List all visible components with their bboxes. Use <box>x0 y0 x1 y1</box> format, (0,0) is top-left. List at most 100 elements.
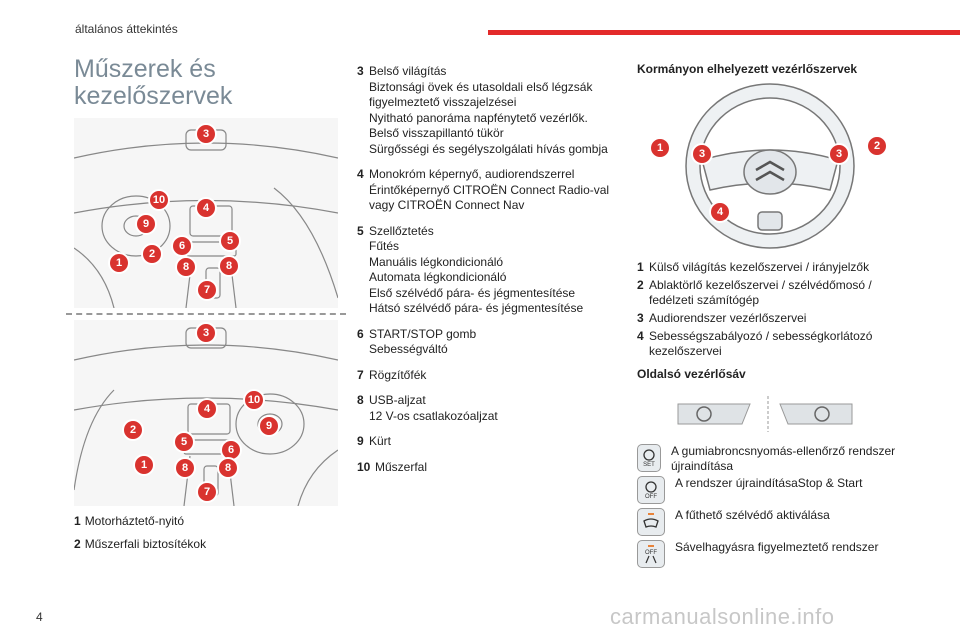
title-line-2: kezelőszervek <box>74 82 233 110</box>
tyre-pressure-reset-icon[interactable]: SET <box>637 444 661 472</box>
accent-bar <box>488 30 960 35</box>
badge-6: 6 <box>220 439 242 461</box>
badge-4: 4 <box>195 197 217 219</box>
brand-chevrons-icon <box>755 160 785 182</box>
svg-text:3: 3 <box>203 128 209 140</box>
page-number: 4 <box>36 610 43 624</box>
badge-7: 7 <box>196 481 218 503</box>
figure-divider <box>66 313 346 315</box>
svg-text:1: 1 <box>116 257 122 269</box>
wheel-lower-panel <box>757 211 783 231</box>
side-panel-figure <box>677 396 853 432</box>
badge-2: 2 <box>141 243 163 265</box>
icon-glyph: OFF <box>645 550 657 556</box>
control-tyre-pressure: SET A gumiabroncsnyomás-ellenőrző rendsz… <box>637 444 907 474</box>
left-switch-strip <box>677 403 751 425</box>
svg-text:3: 3 <box>836 148 842 160</box>
svg-text:8: 8 <box>225 462 231 474</box>
control-stop-start: OFF A rendszer újraindításaStop & Start <box>637 476 907 504</box>
watermark: carmanualsonline.info <box>610 604 835 629</box>
svg-text:9: 9 <box>266 420 272 432</box>
badge-9: 9 <box>258 415 280 437</box>
control-lane-departure: OFF Sávelhagyásra figyelmeztető rendszer <box>637 540 907 568</box>
badge-8a: 8 <box>175 256 197 278</box>
badge-1: 1 <box>650 137 671 159</box>
list-item-6: 6 START/STOP gomb Sebességváltó <box>357 326 477 357</box>
badge-3: 3 <box>195 322 217 344</box>
svg-text:8: 8 <box>182 462 188 474</box>
steering-wheel-icon <box>696 406 712 422</box>
svg-text:6: 6 <box>179 240 185 252</box>
svg-text:8: 8 <box>183 261 189 273</box>
list-item-8: 8 USB-aljzat 12 V-os csatlakozóaljzat <box>357 393 498 423</box>
list-item-4: 4 Monokróm képernyő, audiorendszerrel Ér… <box>357 167 610 212</box>
dashboard-badges-rhd: 3 10 4 9 2 5 6 1 8 8 7 <box>122 322 280 503</box>
svg-text:10: 10 <box>248 394 260 406</box>
right-switch-strip <box>779 403 853 425</box>
control-label: Sávelhagyásra figyelmeztető rendszer <box>675 540 879 554</box>
svg-text:5: 5 <box>227 235 233 247</box>
badge-3: 3 <box>195 123 217 145</box>
svg-text:1: 1 <box>141 459 147 471</box>
stop-start-off-icon[interactable]: OFF <box>637 476 665 504</box>
svg-text:4: 4 <box>204 403 211 415</box>
steering-wheel-icon <box>814 406 830 422</box>
control-label: A gumiabroncsnyomás-ellenőrző rendszer ú… <box>671 444 896 473</box>
badge-8b: 8 <box>217 457 239 479</box>
svg-text:7: 7 <box>204 486 210 498</box>
svg-text:4: 4 <box>717 206 724 218</box>
icon-glyph: SET <box>643 462 655 468</box>
svg-text:7: 7 <box>204 284 210 296</box>
heated-windscreen-icon[interactable] <box>637 508 665 536</box>
section-header: általános áttekintés <box>75 22 178 36</box>
page-title: Műszerek és kezelőszervek <box>74 56 294 110</box>
badge-5: 5 <box>173 431 195 453</box>
steering-heading: Kormányon elhelyezett vezérlőszervek <box>637 62 858 76</box>
svg-text:3: 3 <box>699 148 705 160</box>
dashboard-badges-lhd: 3 10 9 4 6 5 2 1 8 8 7 <box>108 123 241 301</box>
lane-departure-off-icon[interactable]: OFF <box>637 540 665 568</box>
badge-1: 1 <box>133 454 155 476</box>
badge-10: 10 <box>243 389 265 411</box>
control-label: A fűthető szélvédő aktiválása <box>675 508 830 522</box>
badge-6: 6 <box>171 235 193 257</box>
badge-1: 1 <box>108 252 130 274</box>
badge-3-right: 3 <box>828 143 850 165</box>
steering-wheel-figure: 1 3 3 2 4 <box>650 83 888 249</box>
svg-text:1: 1 <box>657 142 663 154</box>
dashboard-figure-lhd <box>74 118 338 308</box>
svg-text:3: 3 <box>203 327 209 339</box>
badge-2: 2 <box>122 419 144 441</box>
title-line-1: Műszerek és <box>74 55 216 83</box>
controls-list: 3 Belső világítás Biztonsági övek és uta… <box>357 64 622 485</box>
icon-glyph: OFF <box>645 494 657 500</box>
svg-text:9: 9 <box>143 218 149 230</box>
svg-text:6: 6 <box>228 444 234 456</box>
control-label: A rendszer újraindításaStop & Start <box>675 476 863 490</box>
list-item-10: 10 Műszerfal <box>357 459 428 474</box>
list-item-5: 5 Szellőztetés Fűtés Manuális légkondici… <box>357 223 584 316</box>
svg-text:5: 5 <box>181 436 187 448</box>
badge-2: 2 <box>866 135 888 157</box>
dashboard-drawing-rhd <box>74 327 338 506</box>
badge-7: 7 <box>196 279 218 301</box>
svg-text:2: 2 <box>874 140 880 152</box>
svg-text:8: 8 <box>226 260 232 272</box>
side-panel-heading: Oldalsó vezérlősáv <box>637 367 746 381</box>
svg-text:2: 2 <box>149 248 155 260</box>
badge-8b: 8 <box>218 255 240 277</box>
svg-text:4: 4 <box>203 202 210 214</box>
list-item-9: 9 Kürt <box>357 434 392 448</box>
badge-8a: 8 <box>174 457 196 479</box>
badge-5: 5 <box>219 230 241 252</box>
badge-4: 4 <box>196 398 218 420</box>
badge-3-left: 3 <box>691 143 713 165</box>
badge-4: 4 <box>709 201 731 223</box>
